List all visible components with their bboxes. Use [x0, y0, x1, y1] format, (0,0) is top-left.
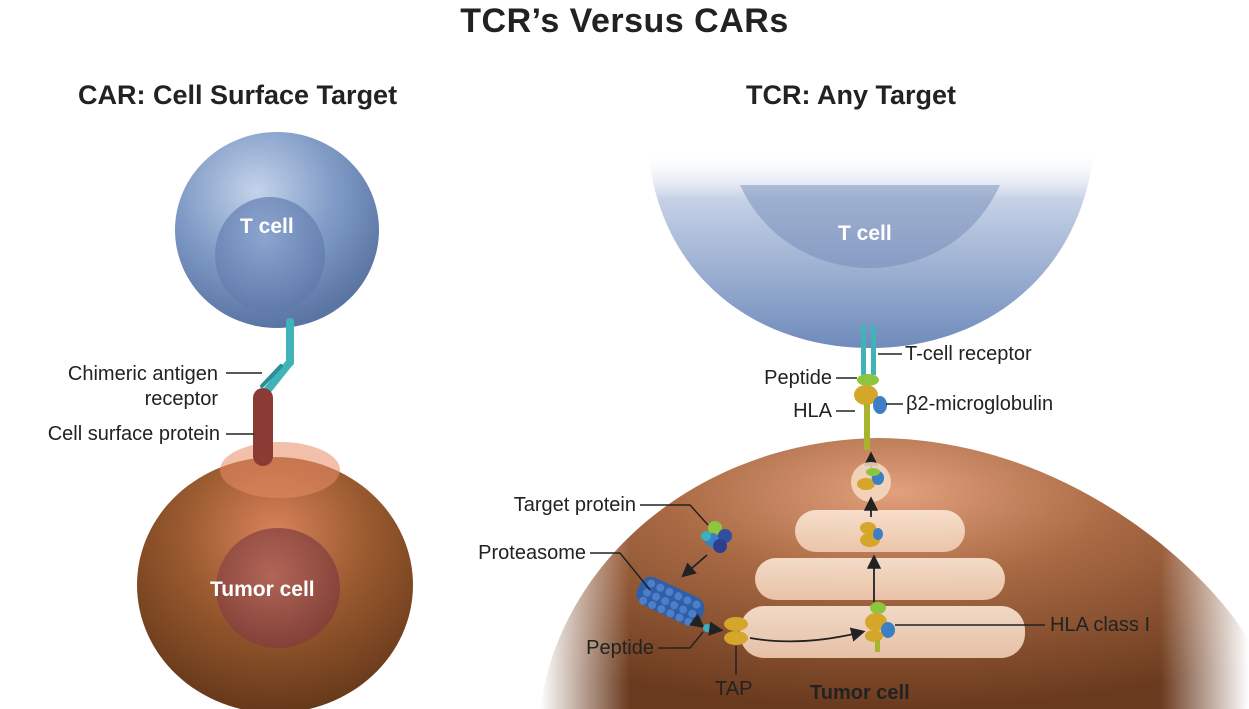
- hla-class-i-label: HLA class I: [1050, 614, 1151, 636]
- car-t-cell-nucleus: [215, 197, 325, 313]
- peptide-top-label: Peptide: [764, 367, 832, 389]
- er-band: [755, 558, 1005, 600]
- tcr-heading: TCR: Any Target: [746, 80, 957, 110]
- tcr-t-cell-label: T cell: [838, 222, 892, 245]
- surface-protein-label: Cell surface protein: [47, 423, 220, 445]
- car-label-line2: receptor: [144, 388, 218, 410]
- hla-class-i: [865, 602, 895, 652]
- peptide-fragment: [703, 624, 711, 632]
- car-receptor: [260, 318, 294, 396]
- peptide-bottom-label: Peptide: [586, 637, 654, 659]
- b2m-label: β2-microglobulin: [906, 393, 1054, 415]
- diagram-title: TCR’s Versus CARs: [460, 2, 789, 40]
- car-label-line1: Chimeric antigen: [67, 363, 218, 385]
- proteasome-label: Proteasome: [478, 542, 586, 564]
- hla-label: HLA: [793, 400, 832, 422]
- tap-label: TAP: [715, 678, 753, 700]
- golgi-hla: [860, 522, 883, 547]
- target-protein-label: Target protein: [513, 494, 636, 516]
- tcr-tumor-cell-label: Tumor cell: [810, 682, 910, 704]
- t-cell-receptor-label: T-cell receptor: [905, 343, 1032, 365]
- t-cell-receptor: [861, 325, 876, 375]
- target-protein: [701, 521, 732, 553]
- surface-hla-complex: [854, 374, 887, 450]
- tcr-t-cell-nucleus: [740, 185, 1000, 268]
- cell-surface-protein: [253, 388, 273, 466]
- tap-transporter: [724, 617, 748, 645]
- tcr-t-cell-body: [648, 150, 1094, 348]
- vesicle-hla: [857, 468, 884, 490]
- proteasome: [636, 576, 705, 626]
- car-t-cell-label: T cell: [240, 215, 294, 238]
- car-tumor-cell-label: Tumor cell: [210, 578, 315, 601]
- car-tumor-nucleus: [216, 528, 340, 648]
- car-heading: CAR: Cell Surface Target: [78, 80, 398, 110]
